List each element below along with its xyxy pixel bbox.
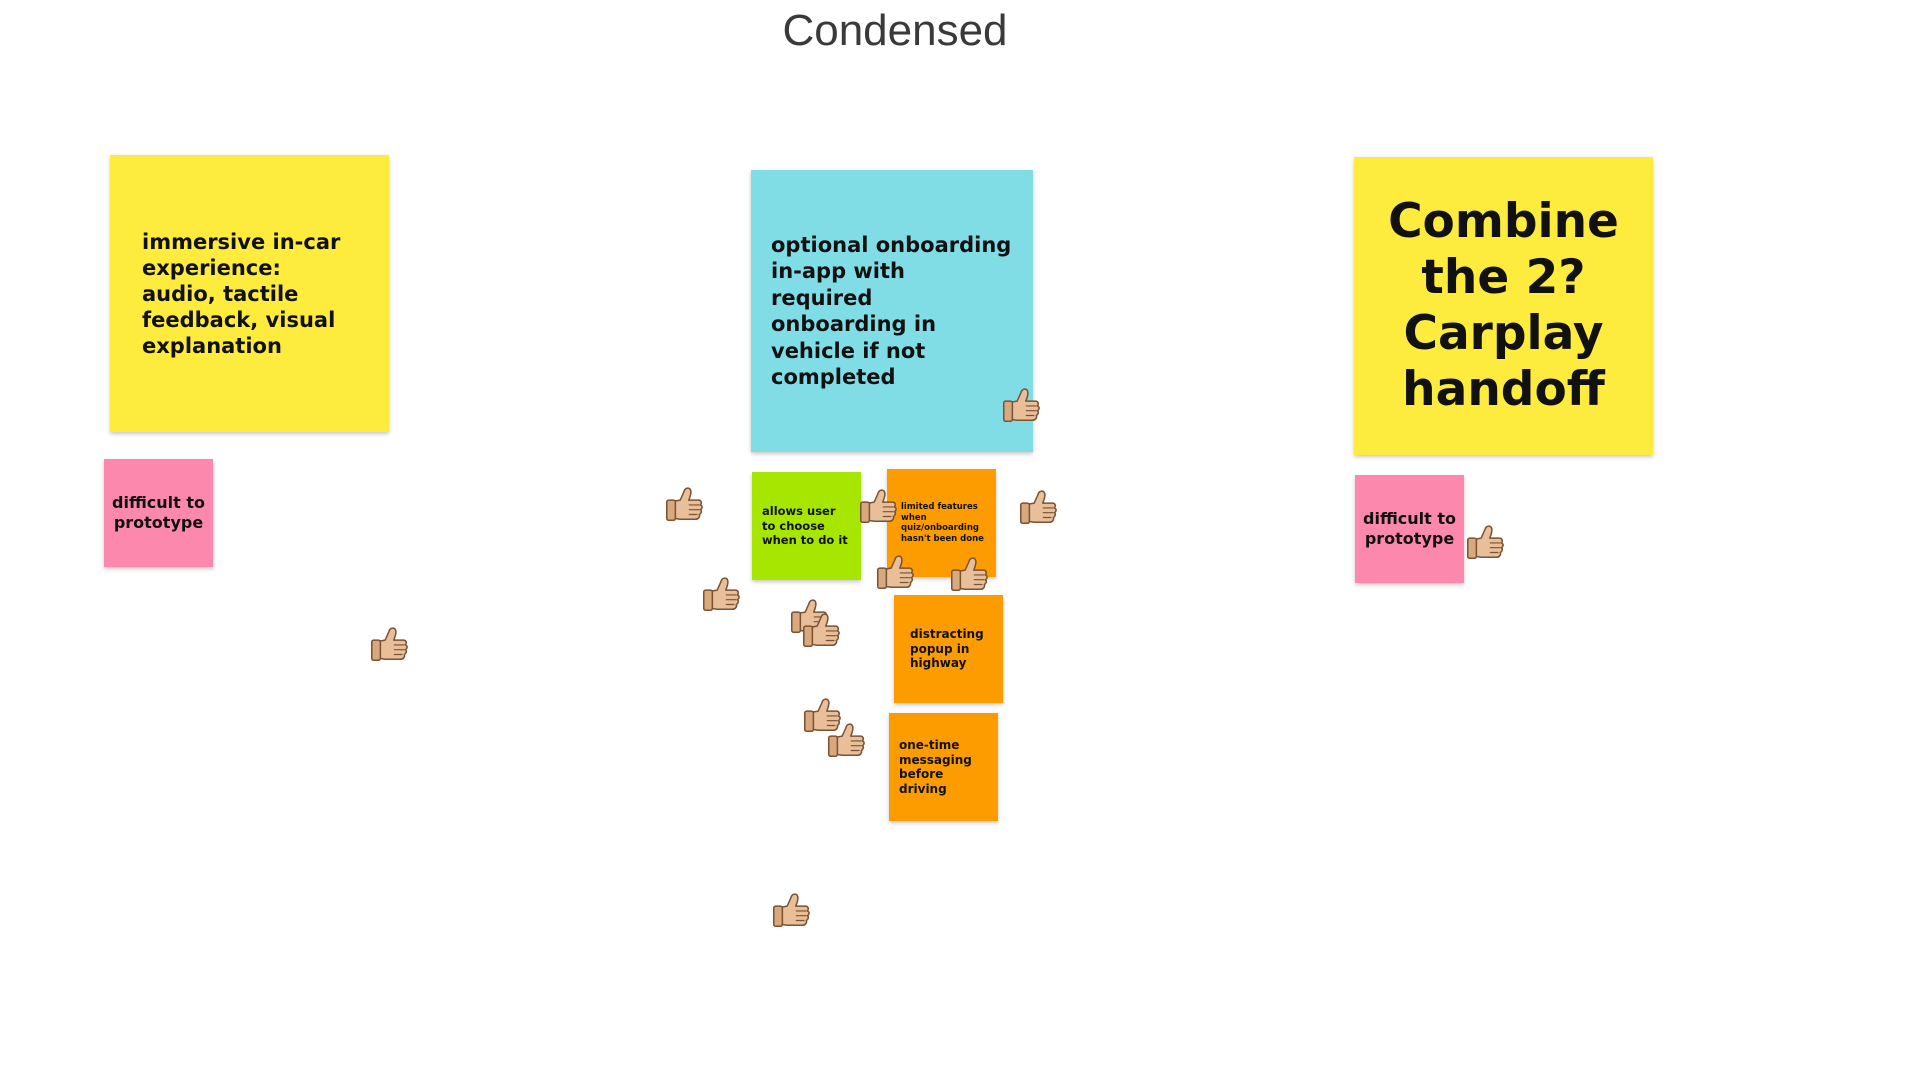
sticky-note-one-time[interactable]: one-time messaging before driving <box>889 713 998 821</box>
thumbs-up-icon[interactable] <box>823 716 869 762</box>
sticky-note-text: optional onboarding in-app with required… <box>771 232 1012 390</box>
sticky-note-text: immersive in-car experience: audio, tact… <box>142 229 341 358</box>
sticky-note-difficult-left[interactable]: difficult to prototype <box>104 459 213 567</box>
thumbs-up-icon[interactable] <box>872 548 918 594</box>
sticky-note-combine[interactable]: Combine the 2? Carplay handoff <box>1354 157 1653 455</box>
thumbs-up-icon[interactable] <box>946 550 992 596</box>
thumbs-up-icon[interactable] <box>661 480 707 526</box>
board-title: Condensed <box>782 6 1008 55</box>
sticky-note-text: allows user to choose when to do it <box>762 504 848 548</box>
sticky-note-text: one-time messaging before driving <box>899 738 972 796</box>
sticky-note-immersive[interactable]: immersive in-car experience: audio, tact… <box>110 155 389 432</box>
sticky-note-text: Combine the 2? Carplay handoff <box>1388 194 1619 417</box>
thumbs-up-icon[interactable] <box>855 482 901 528</box>
sticky-note-text: difficult to prototype <box>112 493 205 532</box>
sticky-note-allows-user[interactable]: allows user to choose when to do it <box>752 472 861 580</box>
sticky-note-text: limited features when quiz/onboarding ha… <box>901 502 984 544</box>
sticky-note-limited-features[interactable]: limited features when quiz/onboarding ha… <box>887 469 996 577</box>
sticky-note-text: distracting popup in highway <box>910 627 984 671</box>
thumbs-up-icon[interactable] <box>798 606 844 652</box>
sticky-note-difficult-right[interactable]: difficult to prototype <box>1355 475 1464 583</box>
sticky-note-text: difficult to prototype <box>1363 509 1456 548</box>
sticky-note-distracting[interactable]: distracting popup in highway <box>894 595 1003 703</box>
thumbs-up-icon[interactable] <box>768 886 814 932</box>
thumbs-up-icon[interactable] <box>698 570 744 616</box>
thumbs-up-icon[interactable] <box>998 381 1044 427</box>
thumbs-up-icon[interactable] <box>366 620 412 666</box>
thumbs-up-icon[interactable] <box>1462 518 1508 564</box>
sticky-note-optional-onboarding[interactable]: optional onboarding in-app with required… <box>751 170 1033 452</box>
thumbs-up-icon[interactable] <box>1015 483 1061 529</box>
